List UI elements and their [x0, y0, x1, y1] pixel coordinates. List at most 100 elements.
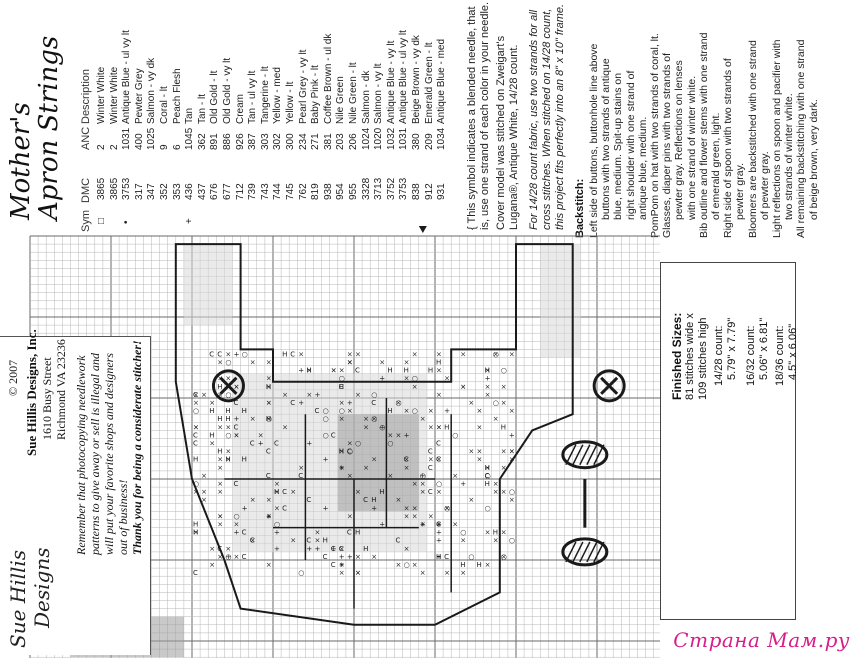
- stitch-symbol: ×: [501, 529, 507, 537]
- stitch-symbol: ×: [217, 553, 223, 561]
- glasses-reflection: [565, 444, 577, 466]
- finished-sizes-heading: Finished Sizes:: [670, 312, 684, 400]
- stitch-symbol: +: [323, 456, 329, 464]
- stitch-symbol: ×: [404, 456, 410, 464]
- stitch-symbol: C: [371, 399, 376, 407]
- stitch-symbol: ○: [387, 440, 393, 448]
- stitch-symbol: ×: [193, 529, 199, 537]
- stitch-symbol: ×: [363, 423, 369, 431]
- stitch-symbol: ○: [371, 391, 377, 399]
- stitch-symbol: ×: [250, 537, 256, 545]
- stitch-symbol: ×: [363, 464, 369, 472]
- stitch-symbol: ×: [477, 407, 483, 415]
- stitch-symbol: C: [331, 431, 336, 439]
- stitch-symbol: +: [266, 512, 272, 520]
- stitch-symbol: ×: [371, 415, 377, 423]
- stitch-symbol: H: [266, 415, 271, 423]
- stitch-symbol: ×: [436, 423, 442, 431]
- stitch-symbol: C: [331, 545, 336, 553]
- stitch-count-1: 81 stitches wide x: [684, 313, 696, 400]
- stitch-symbol: ×: [258, 431, 264, 439]
- stitch-symbol: ×: [347, 359, 353, 367]
- stitch-symbol: H: [209, 407, 214, 415]
- site-watermark: Страна Мам.ру: [673, 628, 850, 652]
- stitch-symbol: ×: [355, 350, 361, 358]
- stitch-symbol: ○: [225, 431, 231, 439]
- stitch-symbol: ×: [509, 448, 515, 456]
- stitch-symbol: ○: [379, 423, 385, 431]
- stitch-symbol: ×: [468, 399, 474, 407]
- stitch-symbol: C: [266, 472, 271, 480]
- stitch-symbol: C: [347, 529, 352, 537]
- stitch-symbol: ×: [266, 359, 272, 367]
- stitch-symbol: ○: [436, 480, 442, 488]
- stitch-symbol: ○: [242, 350, 248, 358]
- stitch-symbol: ○: [323, 415, 329, 423]
- stitch-symbol: ×: [493, 537, 499, 545]
- stitch-symbol: ×: [217, 464, 223, 472]
- glasses-reflection: [572, 541, 584, 563]
- stitch-symbol: +: [379, 423, 385, 431]
- stitch-symbol: C: [290, 350, 295, 358]
- stitch-symbol: ×: [509, 350, 515, 358]
- stitch-symbol: ×: [306, 391, 312, 399]
- stitch-symbol: C: [282, 504, 287, 512]
- stitch-symbol: C: [234, 399, 239, 407]
- stitch-symbol: ×: [282, 423, 288, 431]
- glasses-reflection: [579, 541, 591, 563]
- stitch-symbol: +: [339, 553, 345, 561]
- stitch-symbol: C: [444, 553, 449, 561]
- stitch-symbol: ○: [460, 529, 466, 537]
- stitch-symbol: ×: [331, 367, 337, 375]
- stitch-symbol: ×: [298, 350, 304, 358]
- motif-area: [183, 244, 233, 326]
- stitch-symbol: H: [282, 350, 287, 358]
- stitch-symbol: +: [436, 521, 442, 529]
- stitch-symbol: H: [444, 423, 449, 431]
- glasses-reflection: [593, 541, 605, 563]
- stitch-symbol: ×: [217, 512, 223, 520]
- stitch-symbol: ○: [355, 440, 361, 448]
- stitch-symbol: C: [436, 440, 441, 448]
- stitch-symbol: +: [347, 399, 353, 407]
- stitch-symbol: C: [396, 537, 401, 545]
- stitch-symbol: ×: [355, 569, 361, 577]
- stitch-symbol: C: [355, 367, 360, 375]
- glasses-reflection: [586, 541, 598, 563]
- stitch-symbol: H: [339, 383, 344, 391]
- stitch-symbol: ×: [428, 407, 434, 415]
- stitch-symbol: ×: [460, 537, 466, 545]
- stitch-symbol: ×: [225, 350, 231, 358]
- glasses-lens: [561, 537, 609, 567]
- stitch-symbol: C: [323, 553, 328, 561]
- stitch-symbol: ○: [193, 480, 199, 488]
- stitch-symbol: ×: [452, 521, 458, 529]
- stitch-symbol: +: [298, 399, 304, 407]
- size-18-label: 18/36 count:: [774, 325, 786, 386]
- stitch-symbol: ×: [347, 359, 353, 367]
- stitch-symbol: ×: [266, 399, 272, 407]
- stitch-symbol: ×: [331, 367, 337, 375]
- stitch-symbol: ×: [201, 488, 207, 496]
- stitch-symbol: ○: [225, 391, 231, 399]
- stitch-symbol: ×: [412, 383, 418, 391]
- size-16-label: 16/32 count:: [745, 325, 757, 386]
- stitch-symbol: ×: [501, 553, 507, 561]
- stitch-symbol: ×: [339, 415, 345, 423]
- glasses-reflection: [579, 444, 591, 466]
- stitch-symbol: H: [436, 359, 441, 367]
- stitch-symbol: ×: [217, 391, 223, 399]
- stitch-symbol: +: [274, 529, 280, 537]
- stitch-symbol: ×: [274, 504, 280, 512]
- stitch-symbol: ×: [250, 496, 256, 504]
- stitch-symbol: ×: [363, 415, 369, 423]
- stitch-symbol: C: [250, 440, 255, 448]
- stitch-symbol: ×: [485, 561, 491, 569]
- stitch-symbol: ○: [274, 521, 280, 529]
- stitch-symbol: ×: [379, 359, 385, 367]
- stitch-symbol: ×: [485, 529, 491, 537]
- stitch-symbol: ○: [412, 407, 418, 415]
- stitch-symbol: ×: [209, 399, 215, 407]
- stitch-symbol: ×: [485, 367, 491, 375]
- stitch-symbol: C: [404, 456, 409, 464]
